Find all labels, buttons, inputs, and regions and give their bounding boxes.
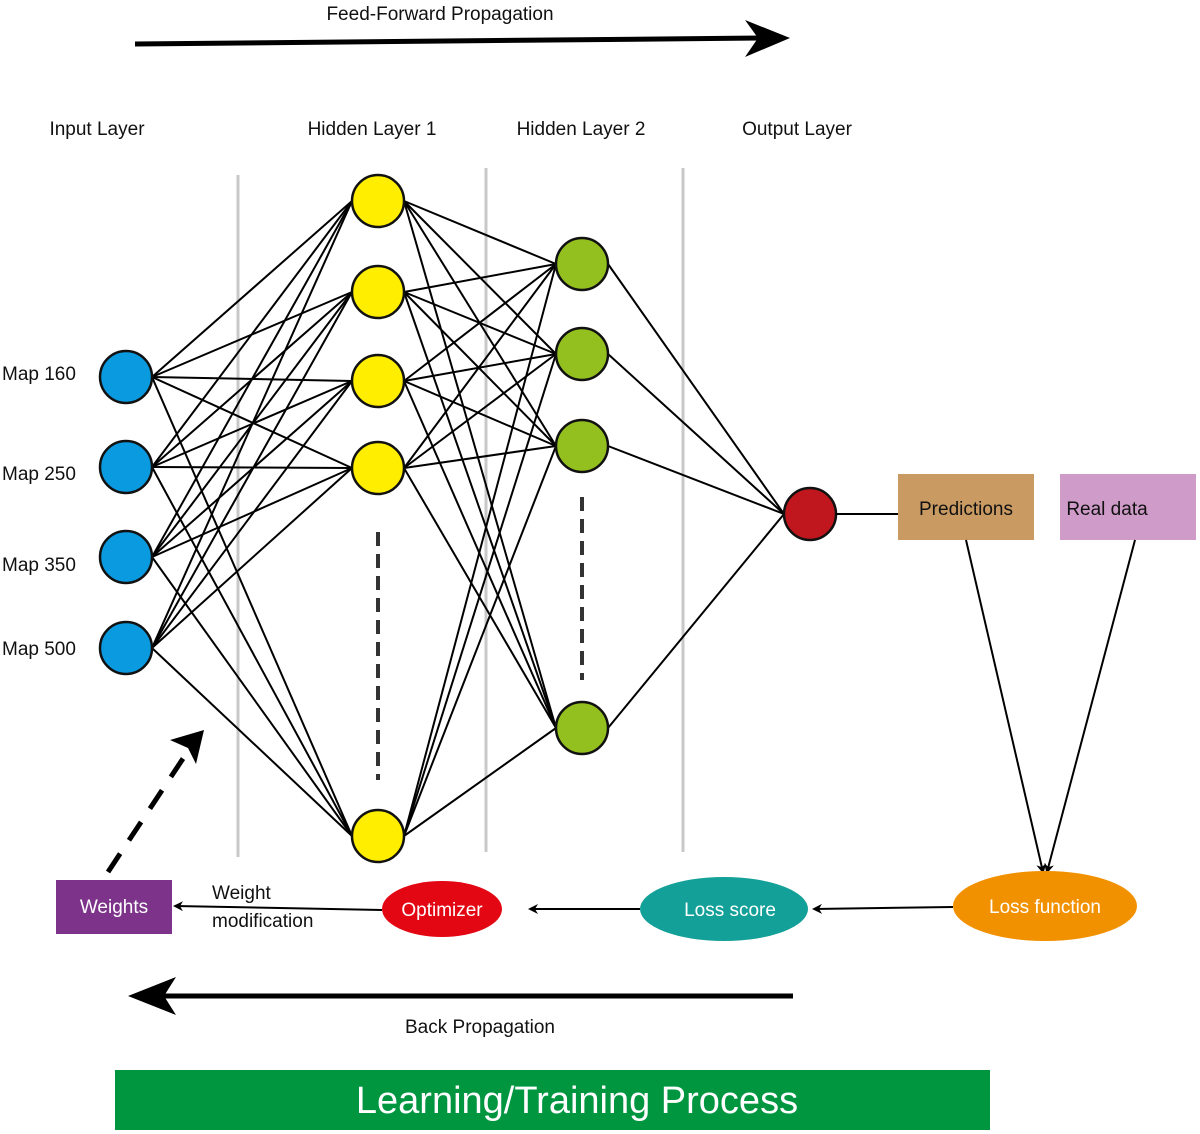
hidden-layer-2-node [554, 700, 610, 756]
loss-score-node: Loss score [640, 877, 808, 941]
hidden-layer-1-node [350, 440, 406, 496]
connection-edge [403, 353, 557, 837]
hidden-layer-1-node [350, 173, 406, 229]
real-data-box: Real data [1060, 474, 1196, 540]
hidden-layer-1-label: Hidden Layer 1 [308, 119, 437, 140]
input-node [98, 349, 154, 405]
feed-forward-label: Feed-Forward Propagation [326, 4, 553, 25]
weights-update-dashed-arrow [105, 730, 204, 874]
connection-edge [403, 263, 557, 837]
input-label-map-160: Map 160 [2, 364, 76, 385]
connection-edge [151, 467, 353, 558]
input-label-map-500: Map 500 [2, 639, 76, 660]
connection-edge [151, 200, 353, 649]
learning-process-banner: Learning/Training Process [115, 1070, 990, 1130]
back-propagation-label: Back Propagation [405, 1017, 555, 1038]
connection-edge [151, 466, 353, 837]
loss-score-label: Loss score [684, 900, 776, 921]
hidden-layer-1-node [350, 264, 406, 320]
connection-edge [607, 353, 785, 515]
input-node [98, 529, 154, 585]
weights-label: Weights [80, 897, 148, 918]
connection-edge [403, 353, 557, 469]
hidden-layer-2-node [554, 326, 610, 382]
hidden-layer-2-label: Hidden Layer 2 [517, 119, 646, 140]
feed-forward-arrow [134, 20, 790, 57]
weight-modification-line-2: modification [212, 911, 313, 932]
connection-edge [403, 727, 557, 837]
connection-edge [403, 263, 557, 382]
nodes [98, 173, 838, 864]
hidden-layer-2-node [554, 418, 610, 474]
connection-edge [403, 380, 557, 729]
connection-edge [607, 263, 785, 515]
hidden-layer-2-node [554, 236, 610, 292]
real-data-to-loss-arrow [1044, 539, 1136, 874]
predictions-label: Predictions [919, 499, 1013, 520]
connection-edge [151, 200, 353, 378]
connection-edge [403, 263, 557, 469]
hidden-layer-1-node [350, 808, 406, 864]
predictions-box: Predictions [898, 474, 1034, 540]
connection-edge [151, 467, 353, 649]
connection-edge [403, 291, 557, 447]
connection-edge [403, 200, 557, 265]
input-layer-label: Input Layer [49, 119, 145, 140]
input-node [98, 620, 154, 676]
connection-edge [151, 647, 353, 837]
connection-edge [403, 445, 557, 469]
real-data-label: Real data [1066, 499, 1148, 520]
input-node [98, 439, 154, 495]
output-layer-label: Output Layer [742, 119, 853, 140]
connection-edge [607, 445, 785, 515]
loss-function-label: Loss function [989, 897, 1101, 918]
output-node [782, 486, 838, 542]
optimizer-node: Optimizer [382, 881, 502, 937]
connection-edge [151, 200, 353, 558]
optimizer-to-weights-arrow [173, 901, 383, 912]
connection-edge [403, 200, 557, 729]
weights-box: Weights [56, 880, 172, 934]
connection-edge [151, 380, 353, 649]
banner-title: Learning/Training Process [356, 1080, 798, 1122]
back-propagation-arrow [128, 977, 793, 1015]
loss-to-score-arrow [812, 903, 954, 914]
input-label-map-250: Map 250 [2, 464, 76, 485]
optimizer-label: Optimizer [401, 900, 483, 921]
connection-edge [403, 263, 557, 293]
loss-function-node: Loss function [953, 871, 1137, 941]
connections [151, 200, 785, 837]
connection-edge [151, 200, 353, 468]
predictions-to-loss-arrow [965, 539, 1047, 874]
input-label-map-350: Map 350 [2, 555, 76, 576]
weight-modification-line-1: Weight [212, 883, 272, 904]
connection-edge [151, 556, 353, 837]
connection-edge [151, 291, 353, 649]
connection-edge [151, 466, 353, 469]
connection-edge [403, 291, 557, 729]
hidden-layer-1-node [350, 353, 406, 409]
connection-edge [403, 445, 557, 837]
connection-edge [607, 513, 785, 729]
